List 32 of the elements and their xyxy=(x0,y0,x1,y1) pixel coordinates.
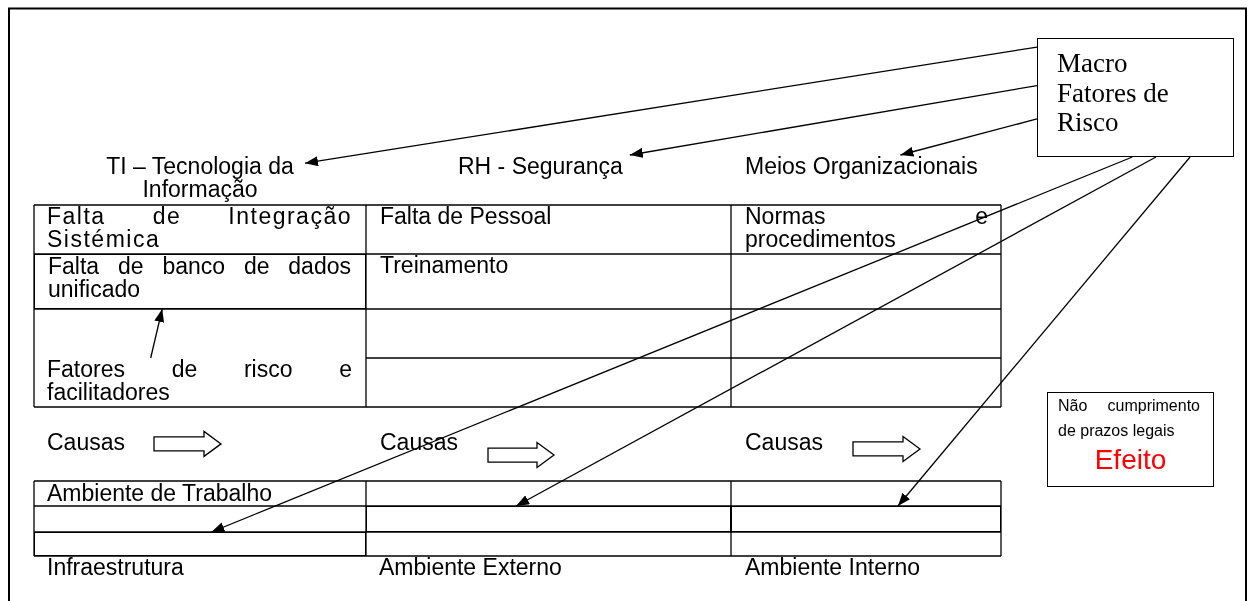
cell-text: Falta de Integração Sistémica xyxy=(47,205,352,251)
cell-text: Fatores de risco e facilitadores xyxy=(47,358,352,404)
table-cell xyxy=(731,506,1001,532)
table-cell xyxy=(366,506,731,532)
block-arrow xyxy=(487,441,556,469)
table-cell xyxy=(34,532,366,556)
column-heading: TI – Tecnologia da Informação xyxy=(105,155,295,201)
block-arrow xyxy=(852,435,922,463)
cell-text: Falta de Pessoal xyxy=(380,205,552,228)
arrow xyxy=(150,308,165,359)
block-arrow xyxy=(153,430,223,458)
box-text: Não cumprimento de prazos legais xyxy=(1058,396,1200,441)
cell-text: Ambiente de Trabalho xyxy=(47,482,273,505)
column-heading: Meios Organizacionais xyxy=(745,155,979,178)
arrow xyxy=(304,46,1038,167)
effect-label: Efeito xyxy=(1093,443,1168,477)
cell-text: Treinamento xyxy=(380,254,509,277)
effect-box xyxy=(1047,392,1214,487)
cause-label: Causas xyxy=(47,429,125,455)
box-text: Macro Fatores de Risco xyxy=(1057,49,1170,138)
factor-box xyxy=(1037,38,1234,157)
row-label: Ambiente Interno xyxy=(745,556,921,579)
table-cell: Falta de banco de dados unificado xyxy=(34,254,366,309)
arrow xyxy=(210,156,1133,533)
cause-label: Causas xyxy=(745,429,823,455)
arrow xyxy=(899,118,1038,157)
row-label: Ambiente Externo xyxy=(379,556,562,579)
arrow xyxy=(515,156,1157,507)
arrow xyxy=(897,156,1191,507)
column-heading: RH - Segurança xyxy=(458,155,624,178)
row-label: Infraestrutura xyxy=(47,556,184,579)
arrow xyxy=(629,84,1038,158)
